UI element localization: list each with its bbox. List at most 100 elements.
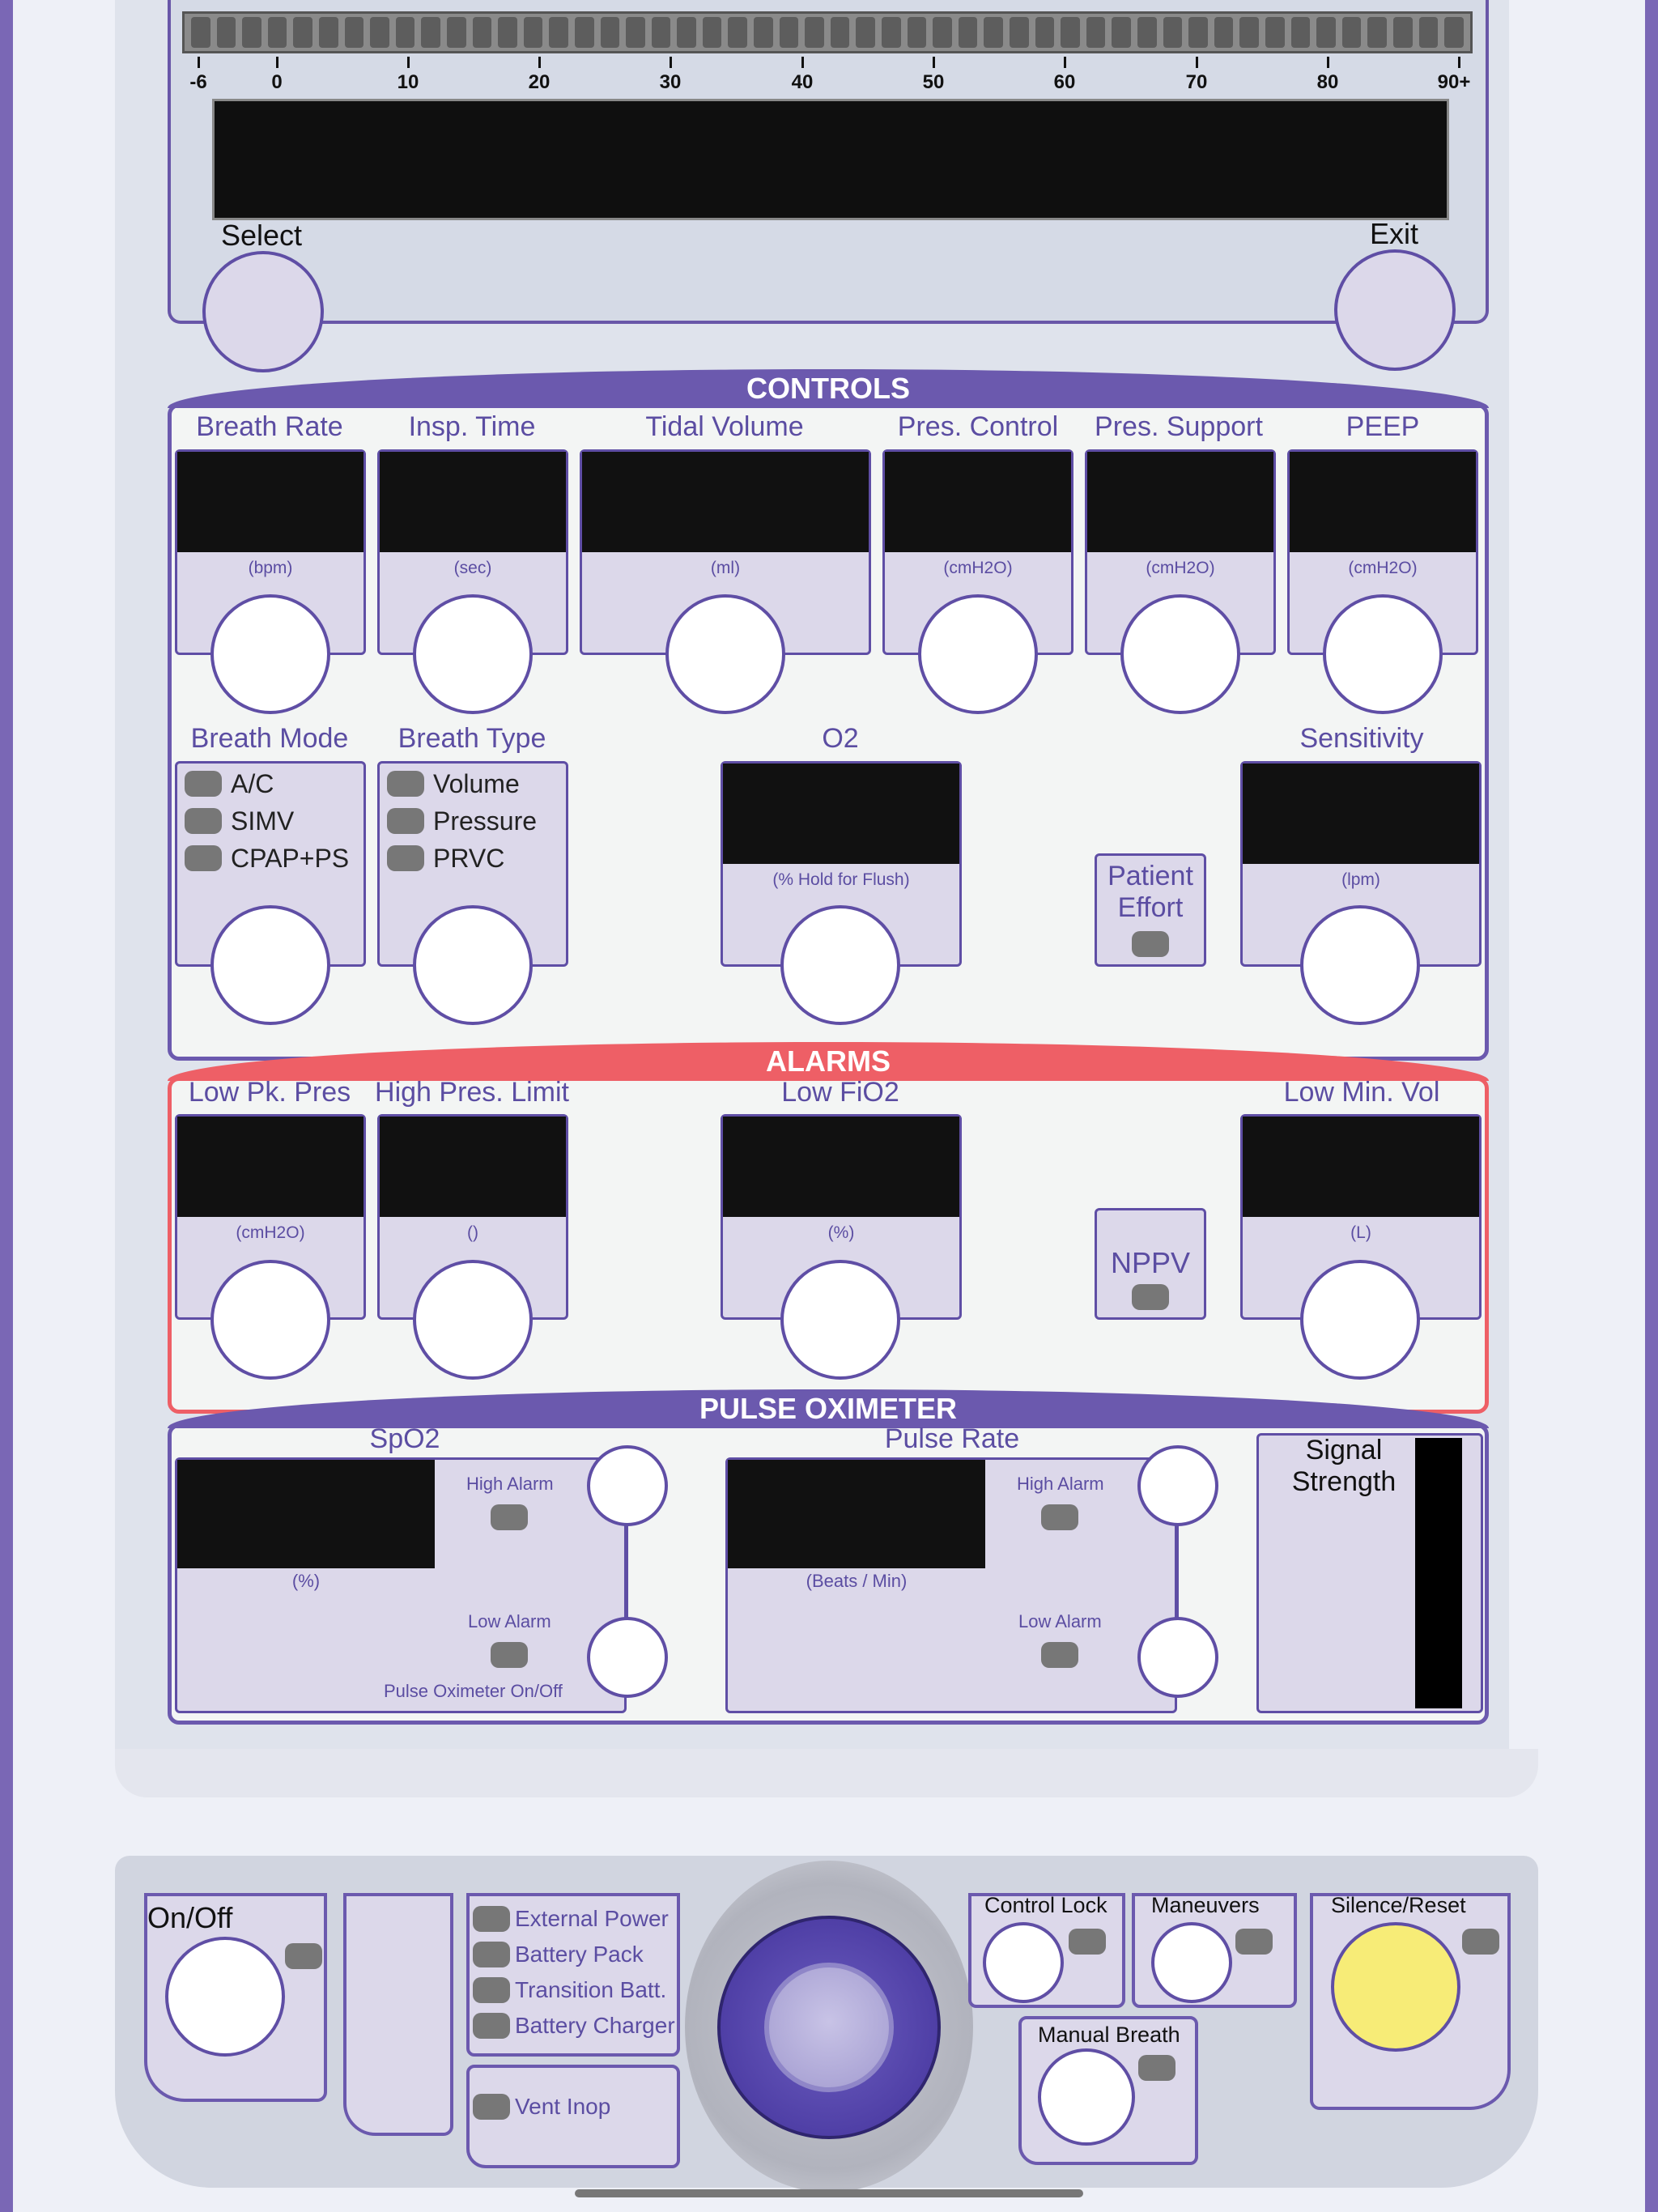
scale-tick-label: 50: [922, 71, 945, 93]
battery-pack-label: Battery Pack: [515, 1942, 644, 1967]
spo2-high-alarm-led: [491, 1504, 528, 1530]
pulse-rate-low-alarm-label: Low Alarm: [1018, 1611, 1102, 1631]
exit-button[interactable]: [1334, 249, 1456, 371]
pulse-rate-display: [728, 1460, 985, 1568]
spo2-high-alarm-label: High Alarm: [466, 1474, 554, 1494]
simv-mode-option[interactable]: SIMV: [231, 806, 295, 836]
pres-support-knob[interactable]: [1120, 594, 1240, 714]
pulse-rate-low-alarm-led: [1041, 1642, 1078, 1668]
breath-type-label: Breath Type: [397, 723, 546, 754]
low-fio2-knob[interactable]: [780, 1260, 900, 1380]
peep-label: PEEP: [1346, 411, 1420, 442]
signal-strength-label-2: Strength: [1291, 1466, 1397, 1497]
patient-effort-indicator: Patient Effort: [1095, 853, 1206, 967]
maneuvers-led: [1235, 1929, 1273, 1955]
low-min-vol-label: Low Min. Vol: [1283, 1077, 1440, 1108]
manual-breath-button[interactable]: [1038, 2048, 1135, 2146]
breath-mode-knob[interactable]: [210, 905, 330, 1025]
scale-tick-label: 70: [1185, 71, 1208, 93]
o2-unit: (% Hold for Flush): [772, 870, 910, 889]
insp-time-display: [380, 452, 566, 552]
patient-effort-led: [1132, 931, 1169, 957]
signal-strength-label-1: Signal: [1305, 1435, 1383, 1465]
low-pk-pres-label: Low Pk. Pres: [188, 1077, 351, 1108]
external-power-led: [473, 1906, 510, 1932]
scale-tick-label: 80: [1316, 71, 1339, 93]
pulse-rate-low-alarm-knob[interactable]: [1137, 1617, 1218, 1698]
silence-reset-button[interactable]: [1331, 1922, 1460, 2052]
spo2-high-alarm-knob[interactable]: [587, 1445, 668, 1526]
insp-time-label: Insp. Time: [408, 411, 536, 442]
power-button[interactable]: [165, 1937, 285, 2057]
pulse-ox-title: PULSE OXIMETER: [699, 1392, 958, 1425]
pressure-type-option[interactable]: Pressure: [433, 806, 538, 836]
tidal-volume-knob[interactable]: [665, 594, 785, 714]
prvc-type-led: [387, 845, 424, 871]
sensitivity-control: (lpm): [1240, 761, 1482, 967]
patient-effort-label-1: Patient: [1107, 861, 1193, 891]
low-pk-pres-knob[interactable]: [210, 1260, 330, 1380]
low-min-vol-knob[interactable]: [1300, 1260, 1420, 1380]
external-power-label: External Power: [515, 1906, 669, 1931]
signal-strength-bar: [1415, 1438, 1462, 1708]
controls-title: CONTROLS: [746, 372, 910, 405]
battery-pack-led: [473, 1942, 510, 1967]
prvc-type-option[interactable]: PRVC: [433, 844, 505, 873]
patient-effort-label-2: Effort: [1117, 892, 1184, 923]
sensitivity-knob[interactable]: [1300, 905, 1420, 1025]
o2-knob[interactable]: [780, 905, 900, 1025]
maneuvers-button[interactable]: [1151, 1922, 1232, 2003]
nppv-indicator: NPPV: [1095, 1208, 1206, 1320]
peep-display: [1290, 452, 1476, 552]
peep-knob[interactable]: [1323, 594, 1443, 714]
ac-mode-option[interactable]: A/C: [231, 769, 274, 798]
pulse-rate-high-alarm-label: High Alarm: [1017, 1474, 1104, 1494]
select-button[interactable]: [202, 251, 324, 372]
lower-bezel: [115, 1749, 1538, 1797]
battery-charger-led: [473, 2013, 510, 2039]
simv-mode-led: [185, 808, 222, 834]
volume-type-option[interactable]: Volume: [433, 769, 520, 798]
spo2-low-alarm-knob[interactable]: [587, 1617, 668, 1698]
signal-strength-label: Signal Strength: [1279, 1435, 1409, 1498]
manual-breath-label: Manual Breath: [1038, 2023, 1180, 2047]
blank-pod: [343, 1893, 453, 2136]
scale-tick-label: -6: [189, 71, 207, 93]
insp-time-knob[interactable]: [413, 594, 533, 714]
pulse-rate-alarm-connector: [1175, 1522, 1179, 1660]
spo2-low-alarm-label: Low Alarm: [468, 1611, 551, 1631]
scale-tick-label: 60: [1053, 71, 1076, 93]
pres-control-knob[interactable]: [918, 594, 1038, 714]
breath-rate-display: [177, 452, 363, 552]
battery-charger-label: Battery Charger: [515, 2013, 675, 2038]
high-pres-limit-knob[interactable]: [413, 1260, 533, 1380]
jog-dial-center[interactable]: [764, 1963, 894, 2092]
scale-tick-label: 20: [528, 71, 551, 93]
pulse-ox-title-bar: PULSE OXIMETER: [168, 1389, 1489, 1428]
low-fio2-unit: (%): [827, 1223, 855, 1242]
control-lock-led: [1069, 1929, 1106, 1955]
spo2-alarm-connector: [625, 1522, 628, 1660]
control-lock-label: Control Lock: [984, 1893, 1107, 1917]
tidal-volume-unit: (ml): [710, 559, 741, 577]
vent-inop-label: Vent Inop: [515, 2094, 611, 2119]
home-indicator: [575, 2189, 1083, 2197]
select-label: Select: [221, 219, 303, 252]
pulse-rate-high-alarm-led: [1041, 1504, 1078, 1530]
breath-type-knob[interactable]: [413, 905, 533, 1025]
tidal-volume-label: Tidal Volume: [645, 411, 804, 442]
cpap-ps-mode-option[interactable]: CPAP+PS: [231, 844, 350, 873]
high-pres-limit-unit: (): [467, 1223, 478, 1242]
breath-rate-knob[interactable]: [210, 594, 330, 714]
jog-dial[interactable]: [717, 1916, 941, 2139]
waveform-screen: [212, 99, 1449, 220]
control-lock-button[interactable]: [983, 1922, 1064, 2003]
pressure-bargraph: [182, 11, 1473, 53]
low-fio2-control: (%): [721, 1114, 962, 1320]
controls-title-bar: CONTROLS: [168, 369, 1489, 408]
low-fio2-label: Low FiO2: [781, 1077, 899, 1108]
low-pk-pres-control: (cmH2O): [175, 1114, 366, 1320]
sensitivity-label: Sensitivity: [1299, 723, 1424, 754]
pulse-rate-high-alarm-knob[interactable]: [1137, 1445, 1218, 1526]
scale-tick-label: 40: [791, 71, 814, 93]
